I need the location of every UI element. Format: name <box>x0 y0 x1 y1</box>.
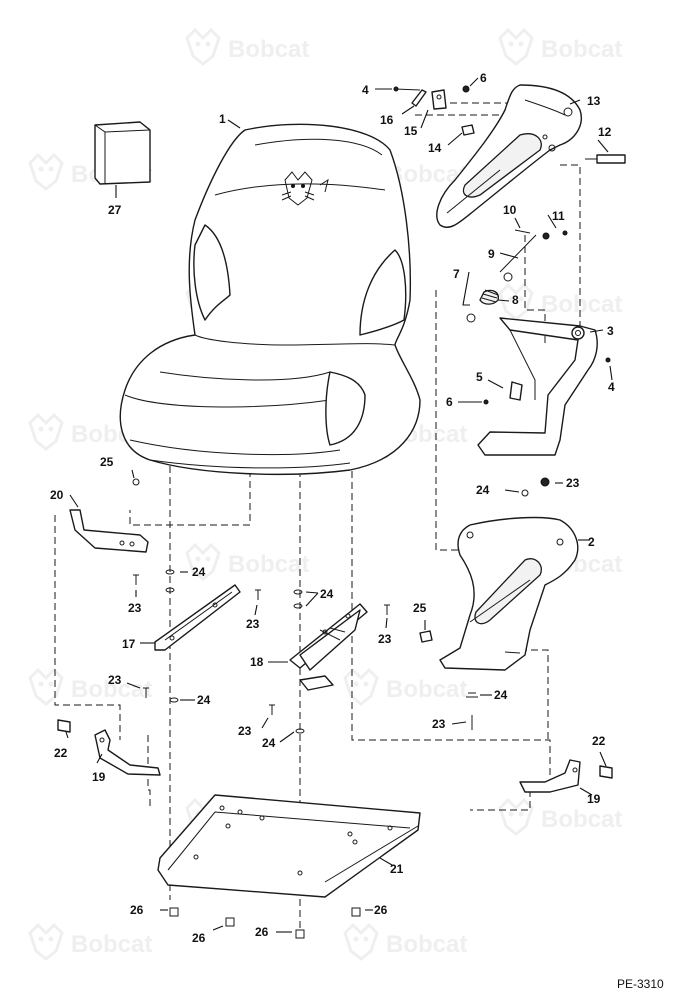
callout-8: 8 <box>512 293 519 307</box>
watermark: Bobcat <box>343 668 467 706</box>
callout-18: 18 <box>250 655 264 669</box>
watermark: Bobcat <box>185 28 309 66</box>
callout-20: 20 <box>50 488 64 502</box>
callout-11: 11 <box>552 209 565 223</box>
callout-27: 27 <box>108 203 122 217</box>
manual-box <box>94 121 151 185</box>
watermark-text: Bobcat <box>228 36 309 63</box>
watermark-text: Bobcat <box>541 291 622 318</box>
watermark: Bobcat <box>28 923 152 961</box>
callout-23: 23 <box>238 724 252 738</box>
callout-24: 24 <box>494 688 508 702</box>
callout-23: 23 <box>246 617 260 631</box>
fasteners <box>133 569 390 734</box>
nuts <box>169 907 361 939</box>
callout-26: 26 <box>130 903 144 917</box>
callout-19: 19 <box>92 770 106 784</box>
callout-6: 6 <box>480 71 487 85</box>
callout-21: 21 <box>390 862 404 876</box>
bracket-hardware <box>419 477 550 730</box>
callout-26: 26 <box>255 925 269 939</box>
callout-22: 22 <box>54 746 68 760</box>
watermark-text: Bobcat <box>386 676 467 703</box>
armrest-upper <box>436 84 582 228</box>
callout-6: 6 <box>446 395 453 409</box>
watermark-text: Bobcat <box>71 676 152 703</box>
drawing-number: PE-3310 <box>617 977 664 991</box>
callout-26: 26 <box>374 903 388 917</box>
callout-17: 17 <box>122 637 136 651</box>
base-plate <box>157 794 421 898</box>
seat-rails <box>154 584 368 691</box>
watermark-text: Bobcat <box>541 36 622 63</box>
callout-7: 7 <box>453 267 460 281</box>
callout-9: 9 <box>488 247 495 261</box>
bobcat-seat-logo-icon <box>281 171 329 206</box>
lower-bracket-armrest <box>439 516 579 671</box>
callout-12: 12 <box>598 125 612 139</box>
seat-assembly <box>119 123 421 475</box>
callout-24: 24 <box>476 483 490 497</box>
callout-25: 25 <box>413 601 427 615</box>
watermark: Bobcat <box>498 28 622 66</box>
callout-3: 3 <box>607 324 614 338</box>
callout-4: 4 <box>608 380 615 394</box>
callout-24: 24 <box>197 693 211 707</box>
armrest-hardware <box>393 85 626 164</box>
bracket-19-left <box>57 719 161 776</box>
upper-bracket <box>466 229 611 456</box>
callout-23: 23 <box>378 632 392 646</box>
callout-23: 23 <box>128 601 142 615</box>
callout-labels: 1 2 3 4 4 5 6 6 7 8 9 10 11 12 13 14 15 … <box>50 71 615 945</box>
callout-2: 2 <box>588 535 595 549</box>
watermark-text: Bobcat <box>228 551 309 578</box>
leader-lines <box>65 77 613 933</box>
watermark: Bobcat <box>343 923 467 961</box>
callout-5: 5 <box>476 370 483 384</box>
callout-4: 4 <box>362 83 369 97</box>
left-bracket <box>69 478 149 553</box>
callout-15: 15 <box>404 124 418 138</box>
watermark: Bobcat <box>498 798 622 836</box>
callout-23: 23 <box>566 476 580 490</box>
callout-19: 19 <box>587 792 601 806</box>
callout-24: 24 <box>192 565 206 579</box>
watermark: Bobcat <box>28 668 152 706</box>
bracket-19-right <box>519 759 613 793</box>
watermark-text: Bobcat <box>541 806 622 833</box>
callout-24: 24 <box>262 736 276 750</box>
callout-25: 25 <box>100 455 114 469</box>
callout-26: 26 <box>192 931 206 945</box>
watermark-text: Bobcat <box>386 931 467 958</box>
callout-23: 23 <box>108 673 122 687</box>
callout-16: 16 <box>380 113 394 127</box>
callout-14: 14 <box>428 141 442 155</box>
watermark: Bobcat <box>185 543 309 581</box>
callout-10: 10 <box>503 203 517 217</box>
callout-23: 23 <box>432 717 446 731</box>
callout-13: 13 <box>587 94 601 108</box>
assembly-lines <box>54 102 581 930</box>
callout-24: 24 <box>320 587 334 601</box>
callout-22: 22 <box>592 734 606 748</box>
watermark: Bobcat <box>498 283 622 321</box>
callout-1: 1 <box>219 112 226 126</box>
watermark-text: Bobcat <box>71 931 152 958</box>
